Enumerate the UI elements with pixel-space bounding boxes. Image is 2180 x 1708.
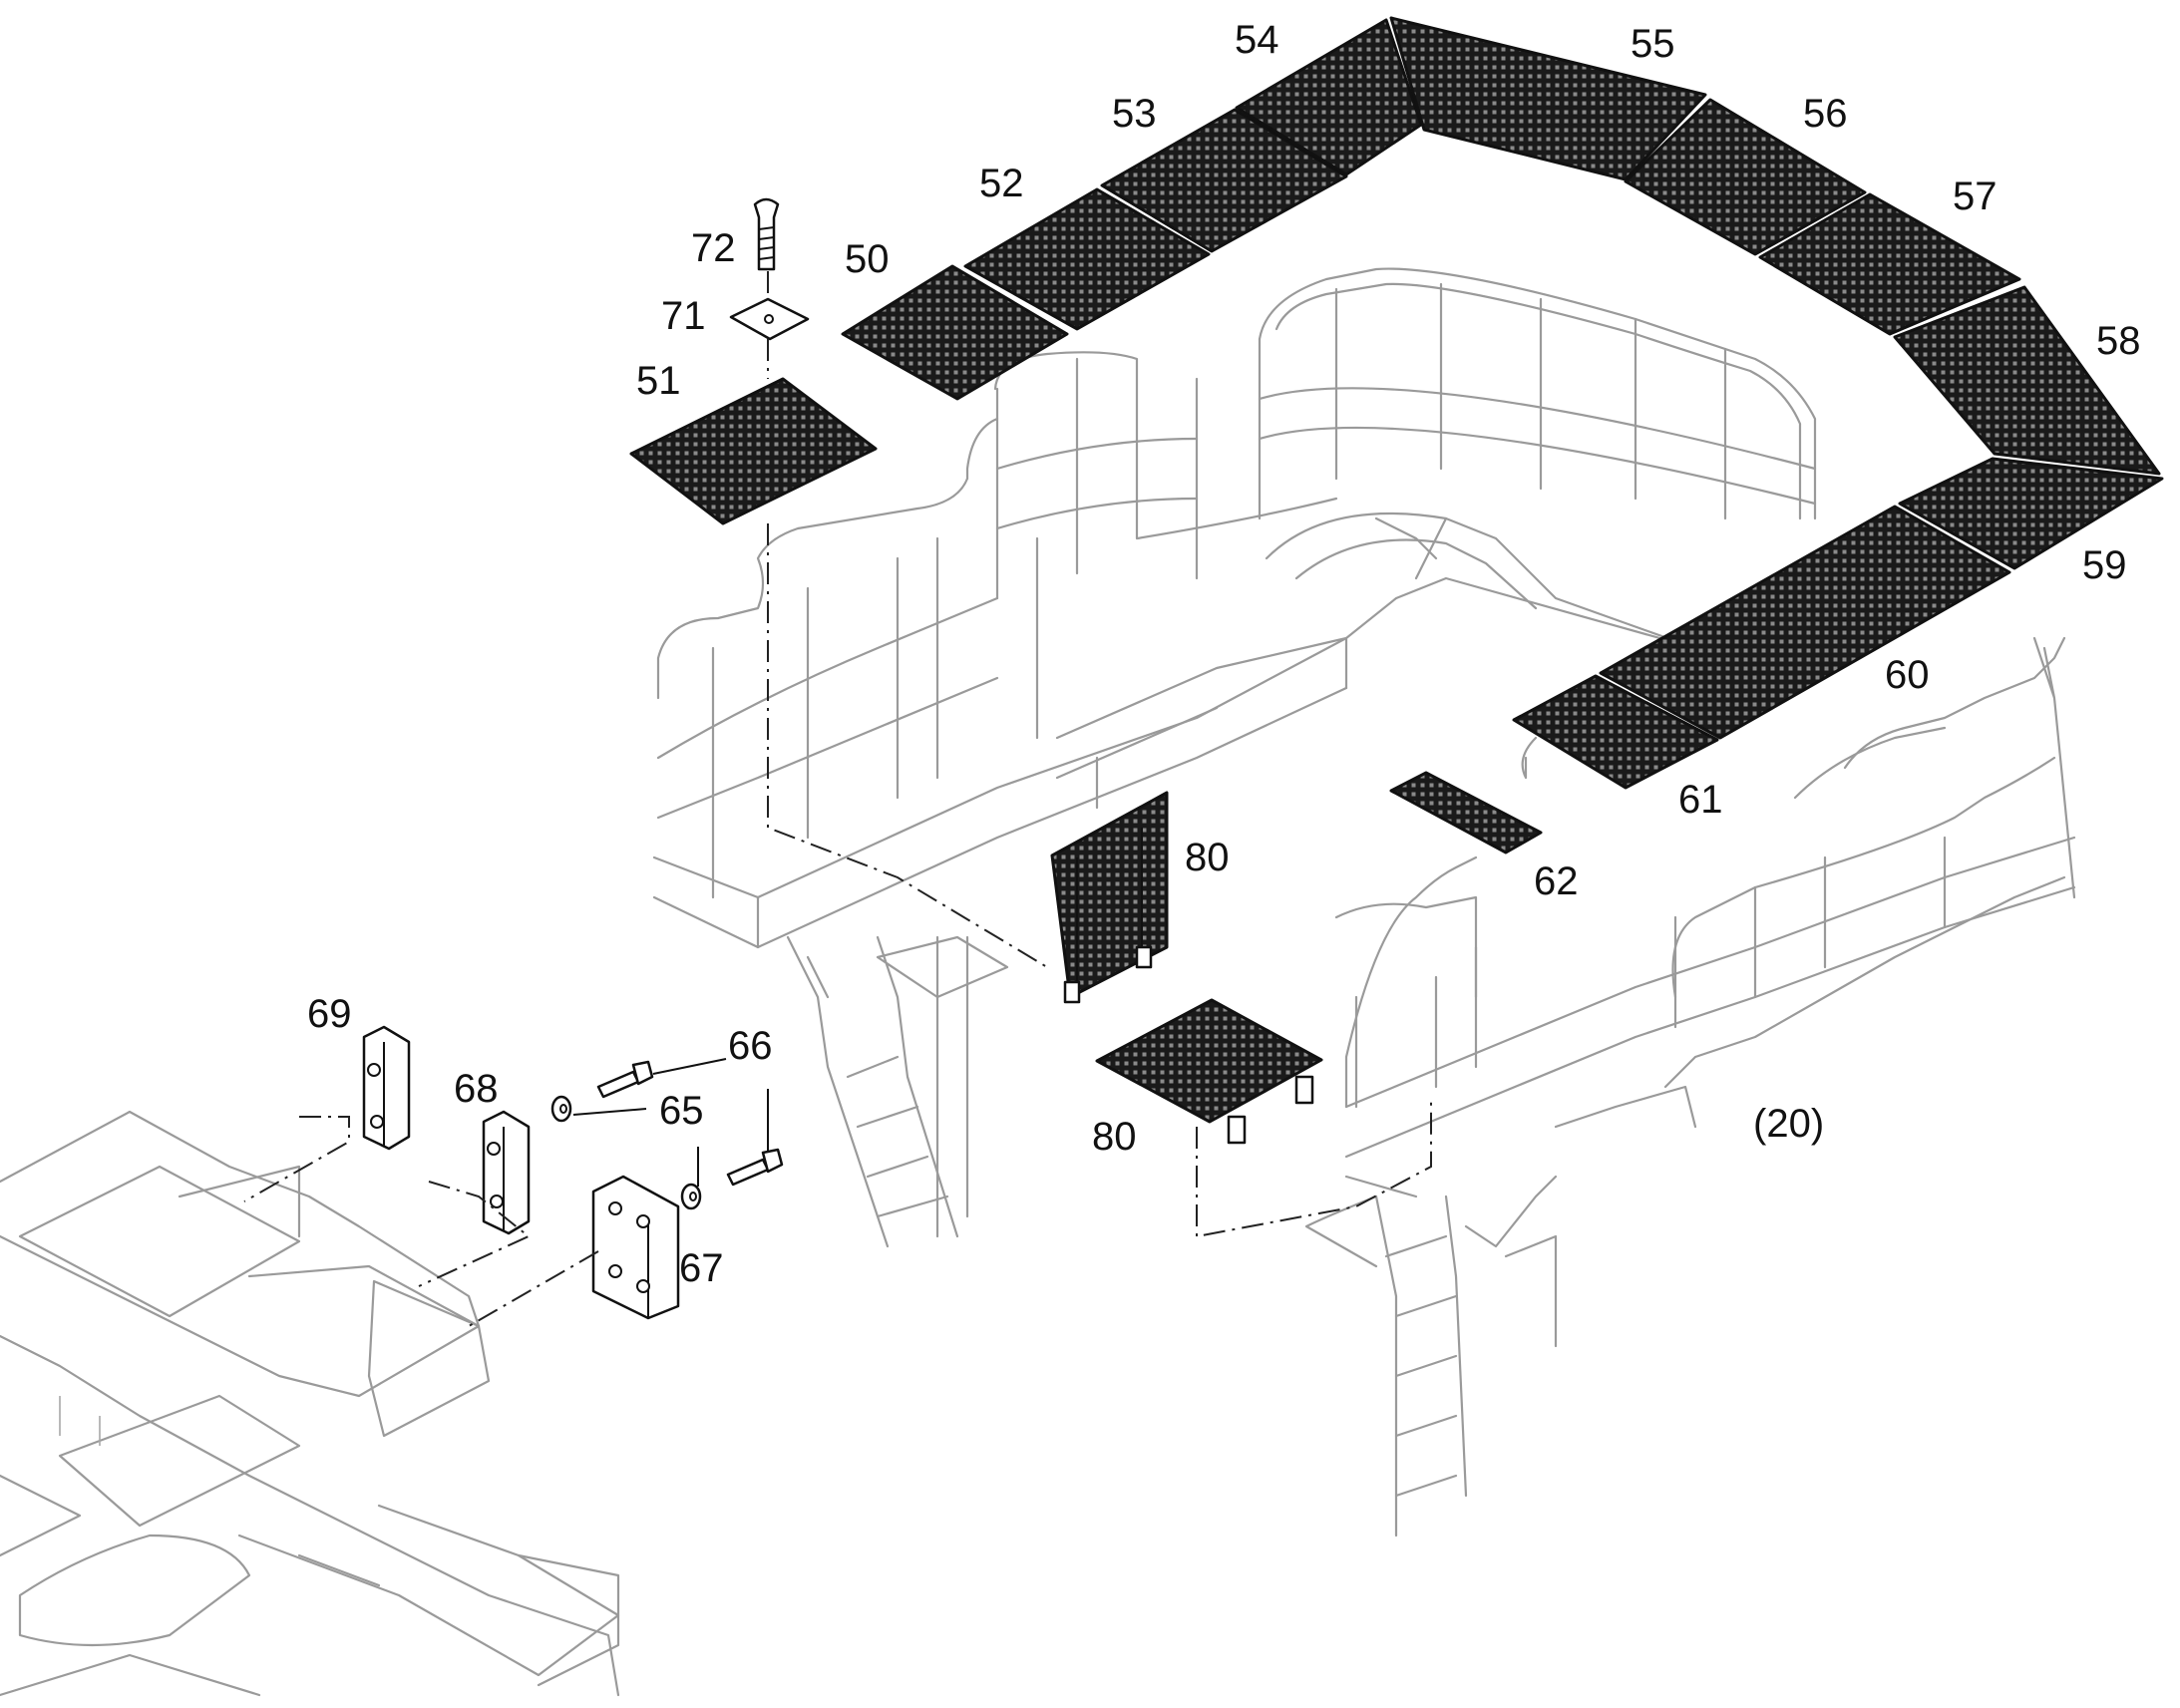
callout-labels: 72 71 51 50 52 53 54 55 56 57 58 59 60 6… (307, 18, 2141, 1290)
leader-lines (572, 1058, 769, 1187)
label-72: 72 (691, 226, 736, 270)
label-50: 50 (845, 237, 890, 281)
label-20: (20) (1753, 1102, 1824, 1146)
label-59: 59 (2082, 543, 2127, 587)
top-gratings (629, 16, 2164, 1145)
grating-50 (841, 264, 1069, 401)
label-62: 62 (1534, 859, 1579, 903)
assembly-lines (243, 271, 1432, 1327)
grating-53 (1100, 108, 1348, 253)
grating-80-step (1050, 791, 1169, 1004)
grating-59 (1898, 457, 2164, 570)
label-60: 60 (1885, 653, 1930, 697)
label-66: 66 (728, 1024, 773, 1068)
grating-60 (1599, 505, 2011, 740)
washer-65-lower (680, 1183, 702, 1210)
grating-80-deck (1095, 998, 1323, 1124)
grating-57 (1758, 192, 2021, 336)
grating-52 (963, 187, 1211, 331)
label-67: 67 (679, 1246, 724, 1290)
label-51: 51 (636, 359, 681, 403)
label-56: 56 (1803, 92, 1848, 136)
grating-56 (1624, 98, 1867, 256)
label-54: 54 (1235, 18, 1279, 62)
grating-61 (1512, 674, 1719, 790)
block-68 (482, 1110, 531, 1235)
bolt-66-upper (596, 1060, 654, 1099)
bolt-icon (753, 197, 780, 271)
bolt-66-lower (726, 1148, 784, 1187)
platform-frame (652, 267, 2076, 1537)
washer-71 (729, 297, 810, 341)
grating-58 (1893, 285, 2161, 476)
label-80-upper: 80 (1185, 836, 1230, 879)
label-57: 57 (1953, 174, 1998, 218)
base-frame (0, 1110, 620, 1697)
label-71: 71 (661, 294, 706, 338)
label-58: 58 (2096, 319, 2141, 363)
plate-67 (591, 1175, 680, 1320)
label-80-lower: 80 (1092, 1115, 1137, 1159)
label-65: 65 (659, 1089, 704, 1133)
grating-51 (629, 377, 878, 525)
label-55: 55 (1631, 22, 1675, 66)
block-69 (362, 1025, 411, 1151)
grating-80-deck-brackets (1227, 1075, 1314, 1145)
washer-65-upper (550, 1095, 572, 1123)
grating-62 (1389, 771, 1543, 854)
label-68: 68 (454, 1067, 499, 1111)
label-52: 52 (979, 162, 1024, 205)
bolt-72 (753, 197, 780, 271)
label-69: 69 (307, 992, 352, 1036)
label-61: 61 (1678, 778, 1723, 822)
label-53: 53 (1112, 92, 1157, 136)
